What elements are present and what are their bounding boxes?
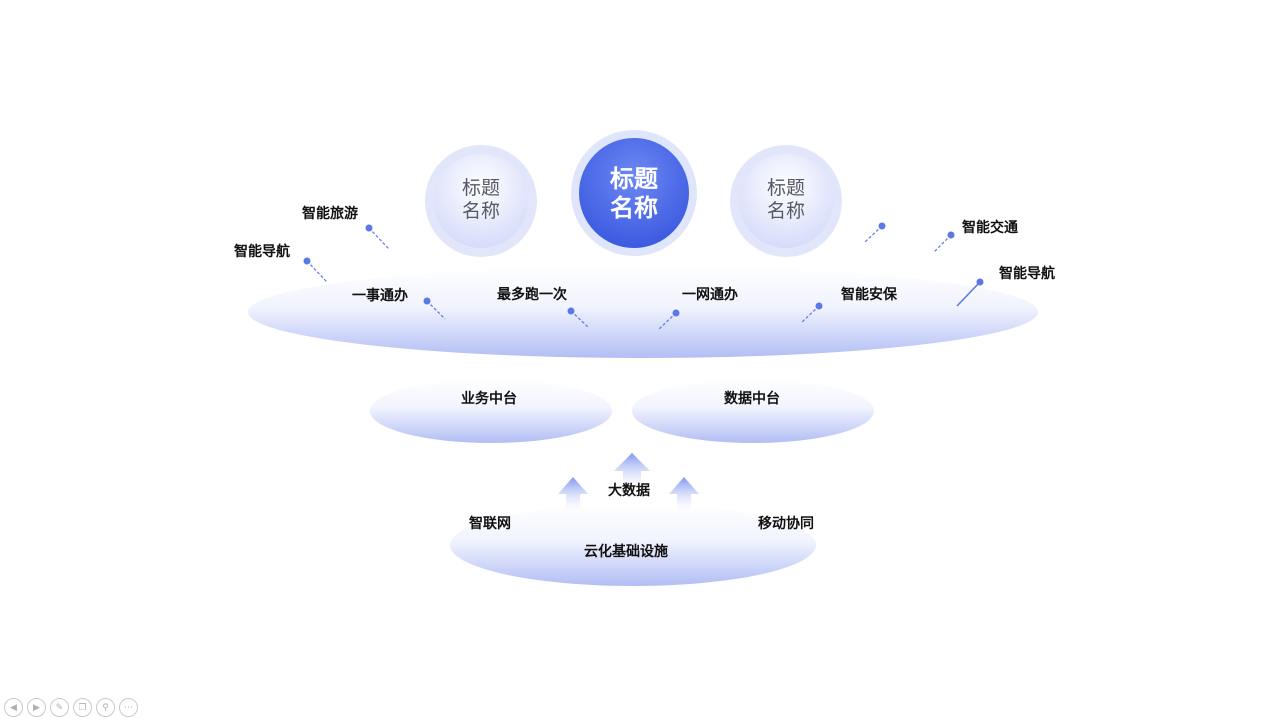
left-circle-title-line2: 名称 — [461, 199, 500, 222]
connector-dot — [947, 231, 955, 239]
label-one-stop-service: 一事通办 — [352, 288, 408, 304]
right-circle-title: 标题 名称 — [746, 177, 826, 223]
connector-dot — [878, 222, 886, 230]
label-one-network-service: 一网通办 — [682, 287, 738, 303]
more-icon[interactable]: ⋯ — [119, 698, 138, 717]
main-circle-title-line1: 标题 — [610, 165, 658, 193]
left-title-circle — [425, 145, 537, 257]
connector-dot — [303, 257, 311, 265]
infrastructure-ellipse — [450, 504, 816, 586]
business-platform-ellipse — [370, 379, 612, 443]
data-platform-ellipse — [632, 379, 874, 443]
arrow-up-icon — [669, 477, 699, 512]
main-circle-title-line2: 名称 — [610, 193, 658, 222]
connector-dot — [423, 297, 431, 305]
connector-dot — [976, 278, 984, 286]
label-mobile-collaboration: 移动协同 — [758, 516, 814, 532]
right-circle-title-line1: 标题 — [766, 177, 805, 199]
prev-icon[interactable]: ◀ — [4, 698, 23, 717]
main-circle-title: 标题 名称 — [584, 165, 684, 223]
label-cloud-infrastructure: 云化基础设施 — [584, 544, 668, 560]
right-circle-title-line2: 名称 — [766, 199, 805, 222]
label-smart-navigation-left: 智能导航 — [234, 244, 290, 260]
label-run-at-most-once: 最多跑一次 — [497, 287, 567, 303]
main-title-circle — [571, 130, 697, 256]
label-data-platform: 数据中台 — [724, 391, 780, 407]
next-icon[interactable]: ▶ — [27, 698, 46, 717]
label-smart-navigation-right: 智能导航 — [999, 266, 1055, 282]
presentation-toolbar: ◀ ▶ ✎ ❐ ⚲ ⋯ — [4, 698, 138, 717]
label-smart-traffic: 智能交通 — [962, 220, 1018, 236]
connector-dot — [815, 302, 823, 310]
zoom-icon[interactable]: ⚲ — [96, 698, 115, 717]
connector-dot — [365, 224, 373, 232]
connector-dot — [672, 309, 680, 317]
copy-icon[interactable]: ❐ — [73, 698, 92, 717]
top-platform-ellipse — [248, 266, 1038, 358]
label-business-platform: 业务中台 — [461, 391, 517, 407]
label-smart-tourism: 智能旅游 — [302, 206, 358, 222]
arrow-up-icon — [558, 477, 588, 512]
connector-dot — [567, 307, 575, 315]
arrow-up-icon — [614, 453, 650, 490]
pen-icon[interactable]: ✎ — [50, 698, 69, 717]
label-smart-iot: 智联网 — [469, 516, 511, 532]
right-title-circle — [730, 145, 842, 257]
label-big-data: 大数据 — [608, 483, 650, 499]
label-smart-security: 智能安保 — [841, 287, 897, 303]
left-circle-title: 标题 名称 — [441, 177, 521, 223]
left-circle-title-line1: 标题 — [461, 177, 500, 199]
